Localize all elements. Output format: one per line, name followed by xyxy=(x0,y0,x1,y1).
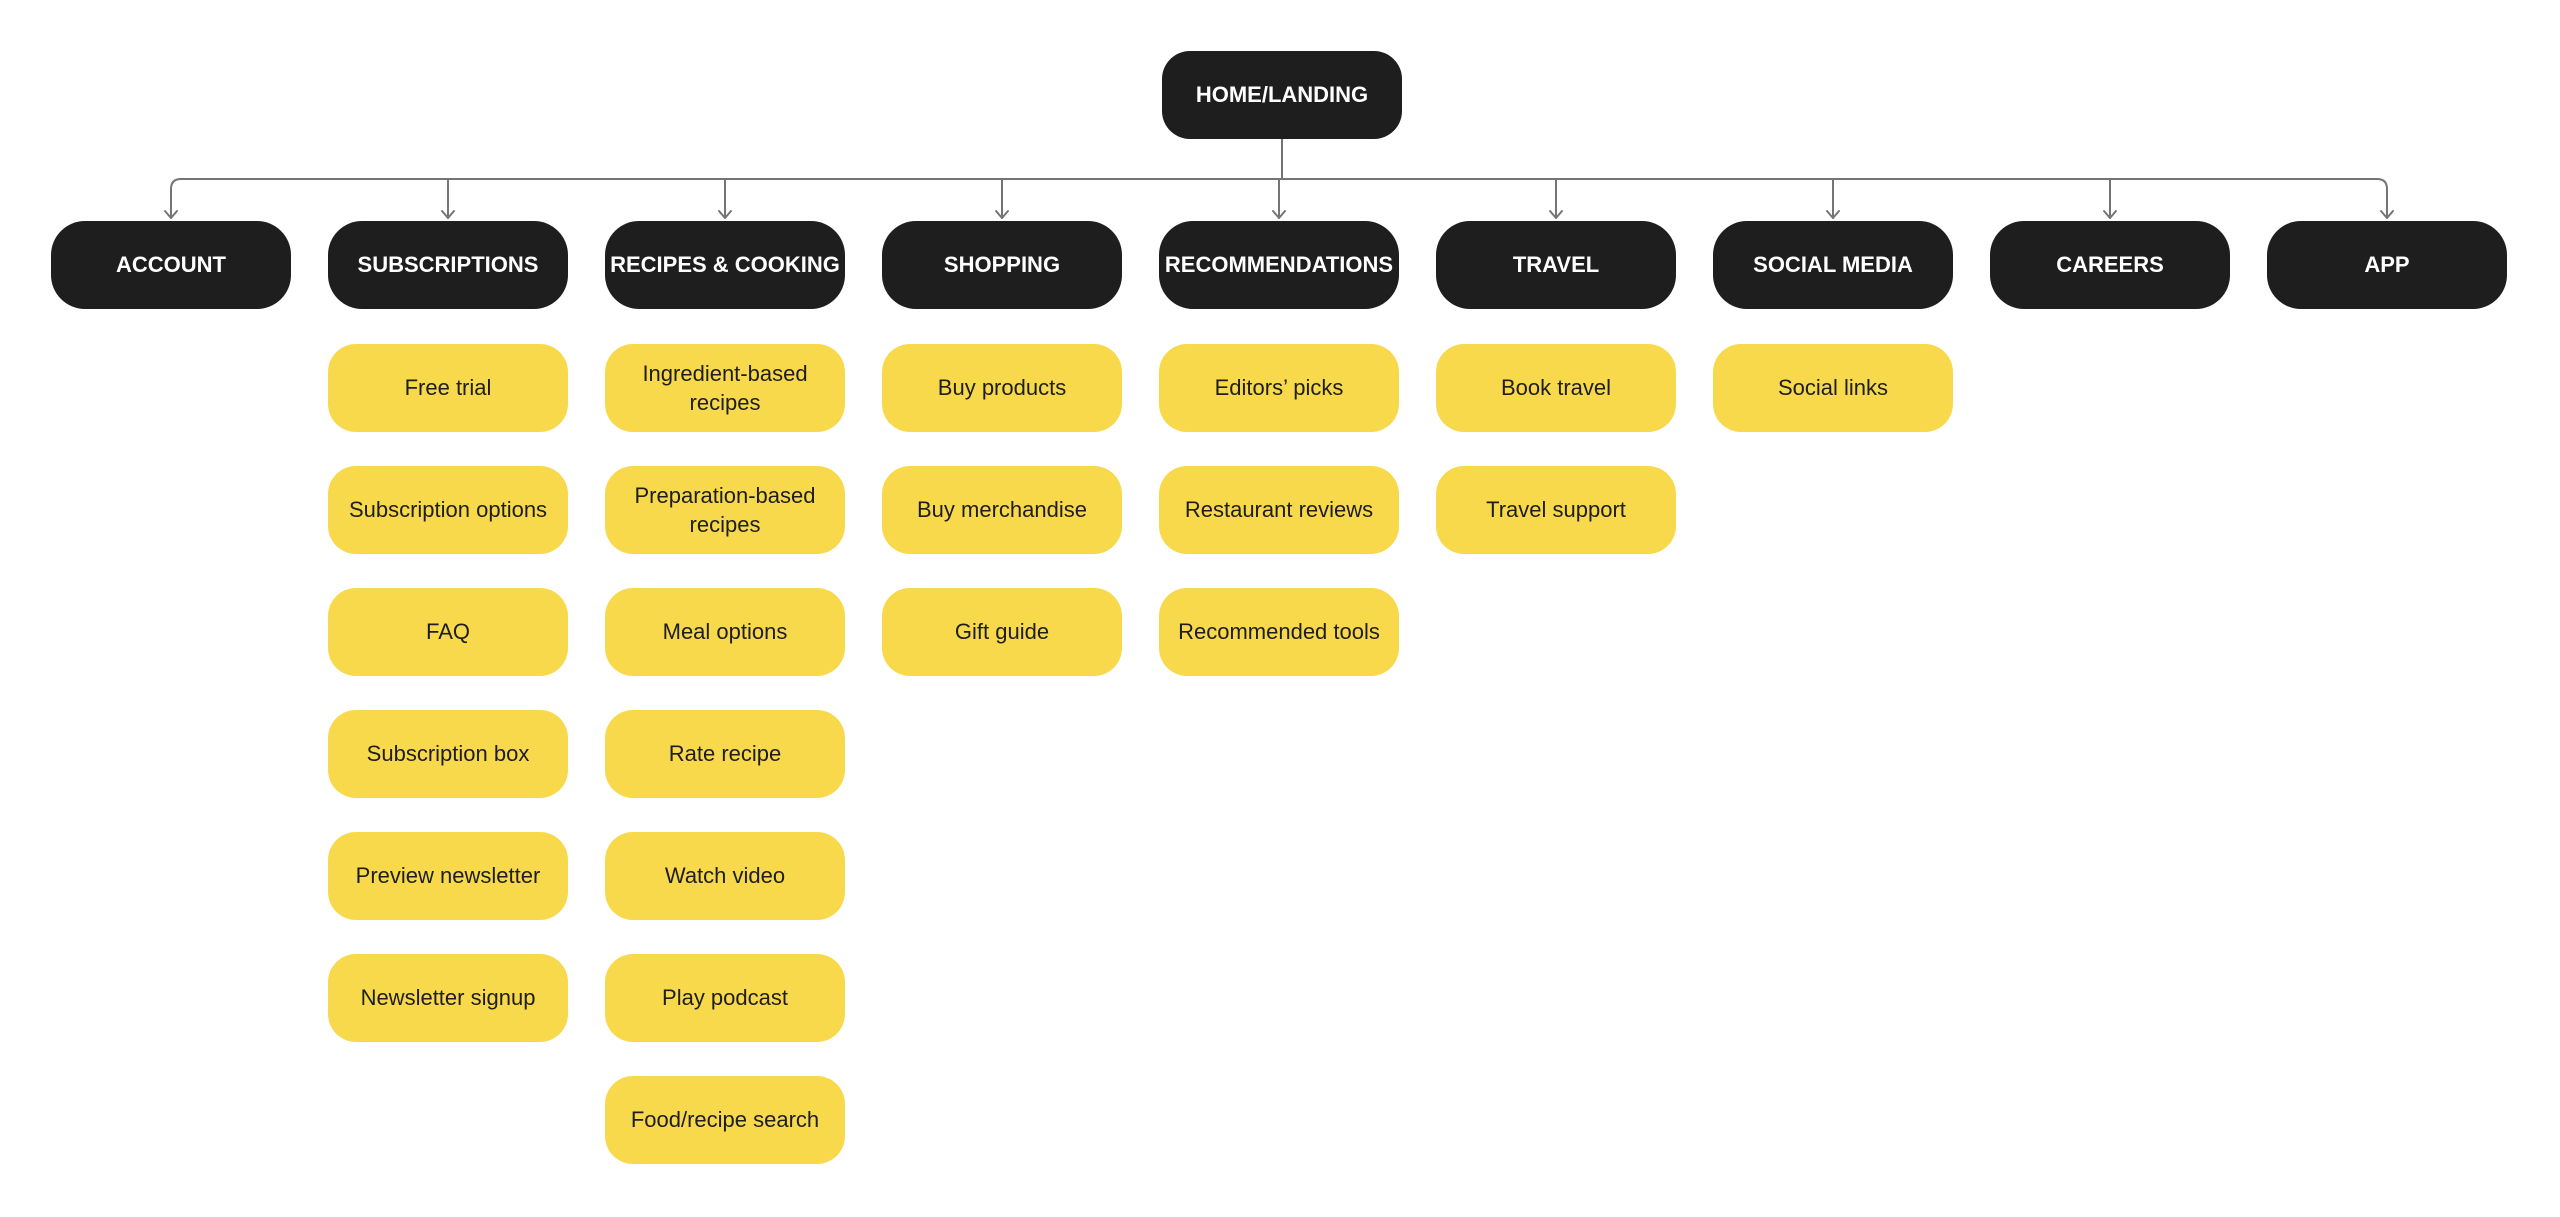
page-node-subscription-box: Subscription box xyxy=(328,710,568,798)
root-node-home-landing: HOME/LANDING xyxy=(1162,51,1402,139)
page-node-watch-video: Watch video xyxy=(605,832,845,920)
page-node-book-travel: Book travel xyxy=(1436,344,1676,432)
arrowhead-app xyxy=(2380,210,2394,219)
arrowhead-account xyxy=(164,210,178,219)
connector-branch-app xyxy=(2376,178,2388,219)
arrowhead-social-media xyxy=(1826,210,1840,219)
page-node-social-links: Social links xyxy=(1713,344,1953,432)
page-node-meal-options: Meal options xyxy=(605,588,845,676)
arrowhead-recommendations xyxy=(1272,210,1286,219)
page-node-play-podcast: Play podcast xyxy=(605,954,845,1042)
arrowhead-recipes-cooking xyxy=(718,210,732,219)
section-node-travel: TRAVEL xyxy=(1436,221,1676,309)
page-node-free-trial: Free trial xyxy=(328,344,568,432)
arrowhead-subscriptions xyxy=(441,210,455,219)
page-node-editors-picks: Editors’ picks xyxy=(1159,344,1399,432)
arrowhead-careers xyxy=(2103,210,2117,219)
section-node-account: ACCOUNT xyxy=(51,221,291,309)
page-node-preparation-based-recipes: Preparation-based recipes xyxy=(605,466,845,554)
section-node-recommendations: RECOMMENDATIONS xyxy=(1159,221,1399,309)
section-node-shopping: SHOPPING xyxy=(882,221,1122,309)
page-node-rate-recipe: Rate recipe xyxy=(605,710,845,798)
section-node-app: APP xyxy=(2267,221,2507,309)
section-node-careers: CAREERS xyxy=(1990,221,2230,309)
page-node-recommended-tools: Recommended tools xyxy=(1159,588,1399,676)
page-node-newsletter-signup: Newsletter signup xyxy=(328,954,568,1042)
page-node-faq: FAQ xyxy=(328,588,568,676)
arrowhead-travel xyxy=(1549,210,1563,219)
section-node-recipes-cooking: RECIPES & COOKING xyxy=(605,221,845,309)
arrowhead-shopping xyxy=(995,210,1009,219)
page-node-subscription-options: Subscription options xyxy=(328,466,568,554)
page-node-preview-newsletter: Preview newsletter xyxy=(328,832,568,920)
page-node-travel-support: Travel support xyxy=(1436,466,1676,554)
page-node-buy-merchandise: Buy merchandise xyxy=(882,466,1122,554)
page-node-ingredient-based-recipes: Ingredient-based recipes xyxy=(605,344,845,432)
page-node-buy-products: Buy products xyxy=(882,344,1122,432)
page-node-gift-guide: Gift guide xyxy=(882,588,1122,676)
page-node-food-recipe-search: Food/recipe search xyxy=(605,1076,845,1164)
connector-branch-account xyxy=(170,178,182,219)
section-node-social-media: SOCIAL MEDIA xyxy=(1713,221,1953,309)
section-node-subscriptions: SUBSCRIPTIONS xyxy=(328,221,568,309)
page-node-restaurant-reviews: Restaurant reviews xyxy=(1159,466,1399,554)
